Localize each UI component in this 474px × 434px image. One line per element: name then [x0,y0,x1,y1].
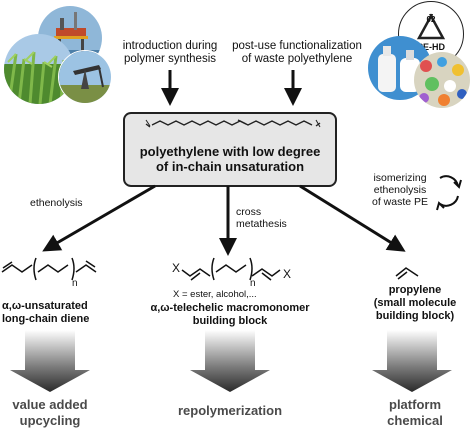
outcome-middle: repolymerization [177,403,283,418]
arrow-ethenolysis [42,184,156,252]
propylene-name-line1: propylene [388,284,442,296]
label-isomerizing-line2: ethenolysis [373,184,427,196]
diene-subscript: n [72,278,78,289]
top-left-label-line1: introduction during [122,40,218,52]
diene-structure [1,257,97,281]
x-left: X [172,261,181,275]
label-cross-line1: cross [236,206,262,218]
propylene-name-line3: building block) [375,310,455,322]
label-isomerizing-line1: isomerizing [373,172,427,184]
outcome-right-line1: platform [389,397,441,412]
cycle-arrows-icon [436,175,462,211]
top-right-label-line1: post-use functionalization [232,40,362,52]
label-cross-line2: metathesis [236,218,287,230]
telechelic-name-line2: building block [192,315,268,327]
diene-name-line2: long-chain diene [2,313,90,325]
label-ethenolysis: ethenolysis [30,197,83,209]
recycle-number: 02 [426,15,436,24]
gradient-arrow-left [10,330,90,392]
arrow-isomerizing-ethenolysis [299,184,406,252]
polyethylene-chain [145,119,321,128]
telechelic-subscript: n [250,278,256,289]
outcome-right-line2: chemical [387,413,443,428]
propylene-structure [395,267,419,280]
outcome-left-line2: upcycling [19,413,81,428]
top-right-label-line2: of waste polyethylene [241,53,353,65]
plastic-flakes-photo [414,52,470,108]
outcome-left-line1: value added [12,397,88,412]
gradient-arrow-middle [190,330,270,392]
top-left-label-line2: polymer synthesis [123,53,217,65]
telechelic-name-line1: α,ω-telechelic macromonomer [150,302,310,314]
label-isomerizing-line3: of waste PE [371,196,429,208]
substituent-note: X = ester, alcohol,... [173,289,257,300]
x-right: X [283,267,292,281]
propylene-name-line2: (small molecule [373,297,457,309]
center-box-line1: polyethylene with low degree [139,144,321,159]
center-box-line2: of in-chain unsaturation [155,159,305,174]
telechelic-structure [181,257,281,281]
diene-name-line1: α,ω-unsaturated [2,300,88,312]
gradient-arrow-right [372,330,452,392]
oil-pump-photo [58,50,112,104]
